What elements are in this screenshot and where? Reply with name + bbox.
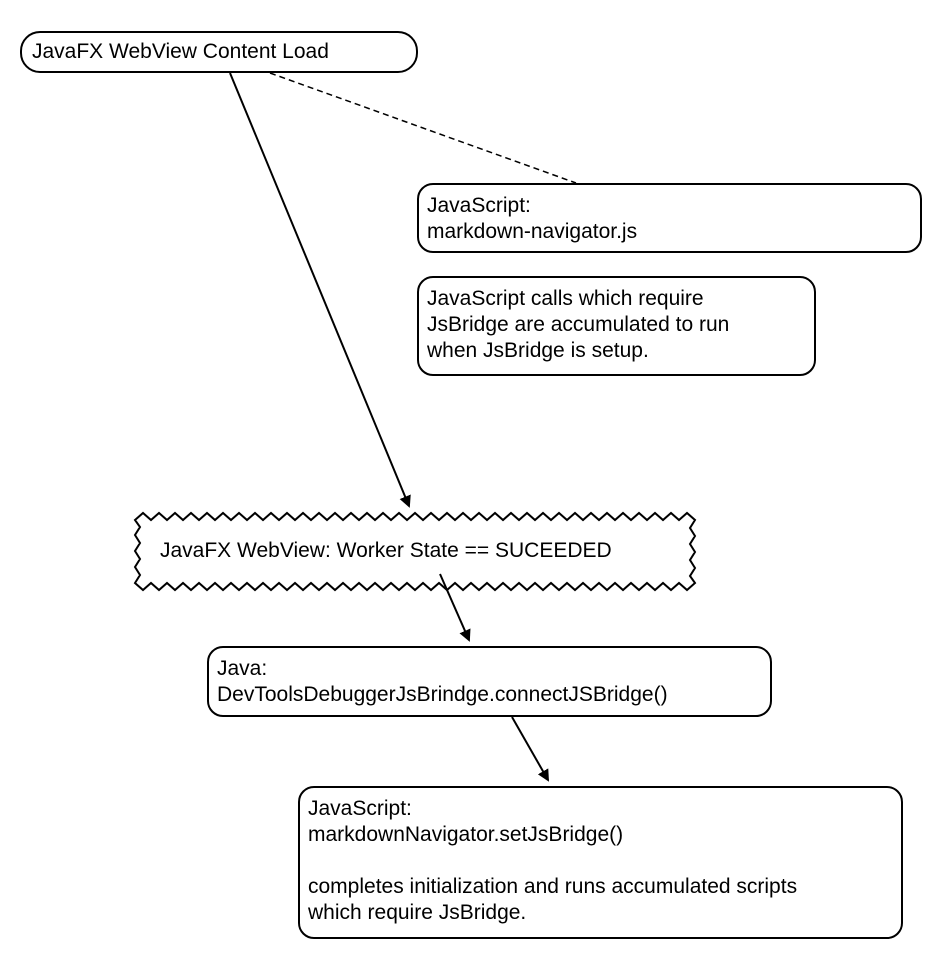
worker-state-label: JavaFX WebView: Worker State == SUCEEDED [160, 539, 612, 562]
java-connect-line-1: Java: [217, 657, 268, 680]
js-set-line-3 [308, 848, 893, 874]
js-set-line-2: markdownNavigator.setJsBridge() [308, 823, 624, 846]
node-js-set-bridge: JavaScript: markdownNavigator.setJsBridg… [298, 786, 903, 939]
js-note-line-2: JsBridge are accumulated to run [427, 313, 730, 336]
js-file-line-1: JavaScript: [427, 194, 531, 217]
js-note-line-3: when JsBridge is setup. [427, 339, 649, 362]
worker-state-shape [133, 511, 697, 592]
arrow-java-to-js-set [511, 716, 549, 782]
js-set-line-4: completes initialization and runs accumu… [308, 875, 798, 898]
dashed-edge-content-to-js-file [269, 72, 577, 184]
js-set-line-1: JavaScript: [308, 797, 412, 820]
node-js-file: JavaScript: markdown-navigator.js [417, 183, 922, 253]
node-js-note: JavaScript calls which require JsBridge … [417, 276, 816, 376]
node-content-load: JavaFX WebView Content Load [20, 31, 418, 73]
arrow-worker-to-java [439, 573, 471, 642]
java-connect-line-2: DevToolsDebuggerJsBrindge.connectJSBridg… [217, 683, 668, 706]
node-java-connect: Java: DevToolsDebuggerJsBrindge.connectJ… [207, 646, 772, 717]
js-set-line-5: which require JsBridge. [308, 901, 527, 924]
js-note-line-1: JavaScript calls which require [427, 287, 704, 310]
arrow-content-to-worker [229, 72, 411, 508]
content-load-label: JavaFX WebView Content Load [32, 40, 329, 63]
js-file-line-2: markdown-navigator.js [427, 220, 638, 243]
